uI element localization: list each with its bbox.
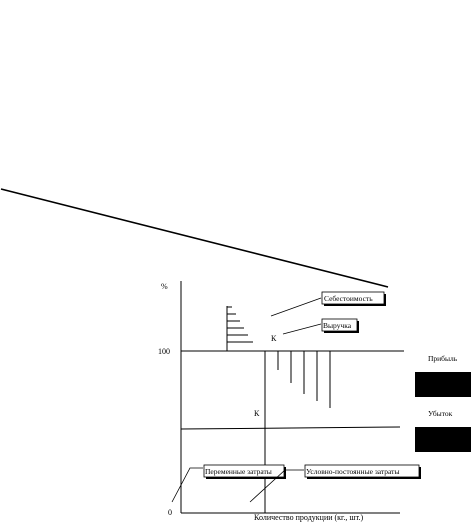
variable-costs-callout: Переменные затраты <box>171 464 286 503</box>
origin-label: 0 <box>168 508 172 517</box>
diagonal-line <box>0 188 389 288</box>
loss-swatch <box>415 427 471 452</box>
cost-callout: Себестоимость <box>270 291 386 317</box>
revenue-callout: Выручка <box>282 318 359 335</box>
variable-costs-label: Переменные затраты <box>205 467 272 476</box>
revenue-label: Выручка <box>323 321 352 330</box>
profit-hatching <box>277 351 331 408</box>
lower-level-line <box>180 426 401 430</box>
y-axis-label: % <box>161 282 168 291</box>
fixed-costs-label: Условно-постоянные затраты <box>306 467 400 476</box>
x-axis-label: Количество продукции (кг., шт.) <box>254 513 363 522</box>
point-k-upper: К <box>271 334 277 343</box>
loss-label: Убыток <box>428 409 453 418</box>
profit-swatch <box>415 372 471 397</box>
fixed-costs-callout: Условно-постоянные затраты <box>249 464 421 503</box>
point-k-lower: К <box>254 409 260 418</box>
profit-label: Прибыль <box>428 354 458 363</box>
cost-label: Себестоимость <box>324 294 373 303</box>
cost-hatching <box>226 306 253 351</box>
y-tick-100: 100 <box>158 347 170 356</box>
